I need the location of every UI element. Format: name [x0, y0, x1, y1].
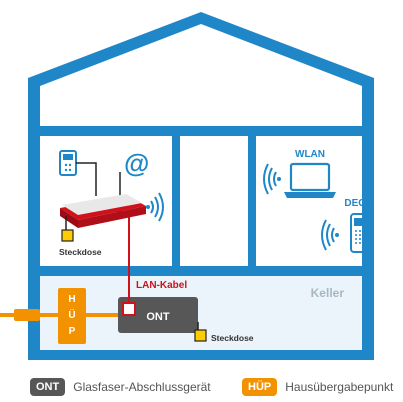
socket-bottom-icon [194, 329, 207, 342]
ont-lan-port [122, 302, 136, 316]
dect-waves-icon [321, 219, 339, 251]
socket-bottom-label: Steckdose [211, 333, 254, 343]
socket-top-icon [61, 229, 74, 242]
hup-letter-p: P [69, 326, 76, 337]
at-sign-icon: @ [124, 148, 149, 178]
ont-box [118, 297, 198, 333]
wlan-label: WLAN [295, 149, 325, 160]
cordless-phone-icon [350, 213, 366, 253]
room-wall-left [172, 136, 180, 266]
cellar-label: Keller [311, 286, 345, 300]
legend-hup-text: Hausübergabepunkt [285, 380, 394, 394]
legend-hup-badge: HÜP [242, 378, 278, 396]
legend-hup: HÜP Hausübergabepunkt [242, 378, 393, 396]
socket-top-label: Steckdose [59, 247, 102, 257]
phone-cable [76, 162, 97, 196]
hup-letter-h: H [68, 294, 75, 305]
wlan-waves-icon [263, 163, 281, 195]
router-icon [60, 194, 146, 228]
laptop-icon [284, 162, 336, 198]
room-wall-right [248, 136, 256, 266]
hup-box [58, 288, 86, 344]
fiber-entry [14, 309, 40, 321]
hup-letter-ue: Ü [68, 308, 75, 321]
legend-ont: ONT Glasfaser-Abschlussgerät [30, 378, 211, 396]
cellar-ceiling [28, 266, 374, 276]
legend-ont-badge: ONT [30, 378, 66, 396]
legend-ont-text: Glasfaser-Abschlussgerät [73, 380, 211, 394]
ont-label: ONT [146, 311, 170, 323]
attic-floor [28, 126, 374, 136]
dect-label: DECT [344, 198, 371, 209]
router-wifi-icon [146, 192, 164, 222]
lan-cable-label: LAN-Kabel [136, 280, 187, 291]
